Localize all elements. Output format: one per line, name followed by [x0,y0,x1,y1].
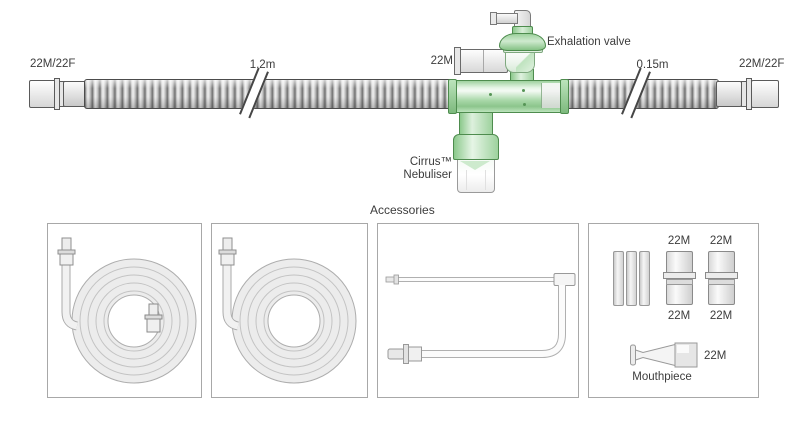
accessories-panel-supply-line [377,223,579,398]
t-piece-right-cap [560,79,569,114]
label-segment2-length: 0.15m [636,59,669,71]
valve-elbow-tip [490,12,497,25]
valve-body-shading [515,51,534,72]
valve-port-flange [454,47,461,75]
label-nebuliser: Cirrus™ Nebuliser [382,156,452,182]
t-piece-left-cap [448,79,457,114]
label-segment1-length: 1.2m [249,59,276,71]
flat-strip [639,251,650,306]
accessories-panel-coiled-tube-2 [211,223,368,398]
accessories-panel-connectors: 22M 22M 22M 22M 22M Mouthpiece [588,223,759,398]
corrugated-tube-segment-1 [84,79,454,109]
flat-strip [626,251,637,306]
t-piece-clear-insert [541,83,563,108]
valve-elbow-horizontal [495,13,518,24]
connector-ring [708,279,735,285]
straight-connector-1 [663,251,696,305]
flat-strip [613,251,624,306]
mouthpiece-drawing [630,342,698,368]
coiled-tube-drawing-2 [218,237,357,384]
exhalation-valve-dome [499,33,546,51]
nebuliser-cup-seam [466,170,467,190]
label-right-end: 22M/22F [739,58,785,70]
label-nebuliser-type: Nebuliser [403,169,452,181]
label-nebuliser-name: Cirrus™ [409,156,452,168]
valve-port-22m [458,49,508,73]
connector-flange [705,272,738,279]
label-left-end: 22M/22F [30,58,76,70]
nebuliser-collar [453,134,499,160]
label-exhalation-valve: Exhalation valve [547,36,631,48]
valve-port-seam [483,50,484,72]
nebuliser-cone [460,161,490,170]
connector2-bottom-label: 22M [709,310,733,322]
connector-flange [663,272,696,279]
mouthpiece-label: Mouthpiece [632,371,692,383]
connector1-bottom-label: 22M [667,310,691,322]
right-end-connector [751,80,779,108]
right-sleeve [716,81,742,107]
connector2-top-label: 22M [709,235,733,247]
nebuliser-cup [457,157,495,193]
coiled-tube-drawing-1 [57,237,197,384]
supply-line-drawing [385,273,576,364]
t-piece-screw-dot [489,93,492,96]
t-piece-screw-dot [522,89,525,92]
straight-connector-2 [705,251,738,305]
left-end-connector [29,80,56,108]
nebuliser-cup-seam [485,170,486,190]
mouthpiece-size-label: 22M [704,350,727,362]
t-piece-screw-dot [523,103,526,106]
connector1-top-label: 22M [667,235,691,247]
accessories-heading: Accessories [370,203,435,217]
label-valve-port: 22M [430,55,453,67]
accessories-panel-coiled-tube-1 [47,223,202,398]
connector-ring [666,279,693,285]
